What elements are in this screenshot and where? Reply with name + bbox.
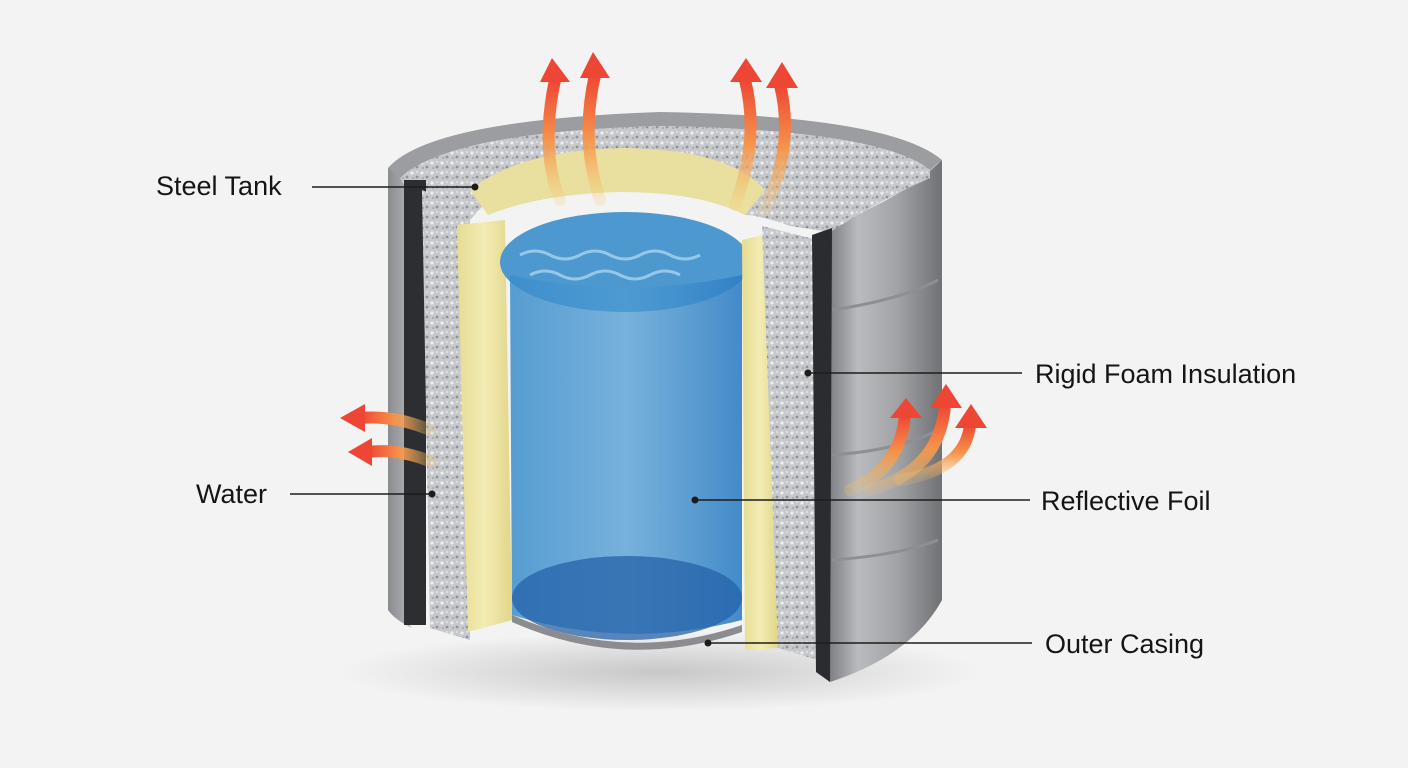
water-ripples bbox=[519, 249, 701, 281]
foam-top-ring bbox=[470, 148, 765, 215]
water-column bbox=[510, 275, 742, 634]
leader-dots bbox=[428, 183, 812, 647]
steel-tank-bottom bbox=[512, 615, 742, 650]
outer-casing-left bbox=[388, 168, 412, 628]
label-rigid-foam-insulation: Rigid Foam Insulation bbox=[1035, 359, 1297, 389]
leader-lines bbox=[290, 186, 1032, 644]
label-steel-tank: Steel Tank bbox=[156, 171, 282, 201]
casing-top-rim bbox=[388, 112, 942, 178]
water-bottom bbox=[512, 556, 742, 640]
casing-ridge bbox=[831, 538, 939, 562]
casing-cut-right bbox=[812, 228, 832, 682]
label-outer-casing: Outer Casing bbox=[1045, 629, 1205, 659]
label-water: Water bbox=[196, 479, 268, 509]
heat-arrows-right bbox=[844, 384, 987, 496]
foam-cut-left bbox=[457, 220, 512, 632]
casing-cut-left bbox=[404, 180, 426, 625]
label-reflective-foil: Reflective Foil bbox=[1041, 486, 1211, 516]
foil-cut-left bbox=[422, 190, 470, 640]
heat-arrows-top-right bbox=[729, 58, 798, 216]
heat-arrows-top-left bbox=[540, 52, 610, 206]
heat-arrows-left bbox=[340, 404, 438, 468]
casing-ridge bbox=[831, 278, 939, 312]
outer-casing-right bbox=[830, 160, 942, 682]
foil-cut-right bbox=[762, 226, 818, 660]
